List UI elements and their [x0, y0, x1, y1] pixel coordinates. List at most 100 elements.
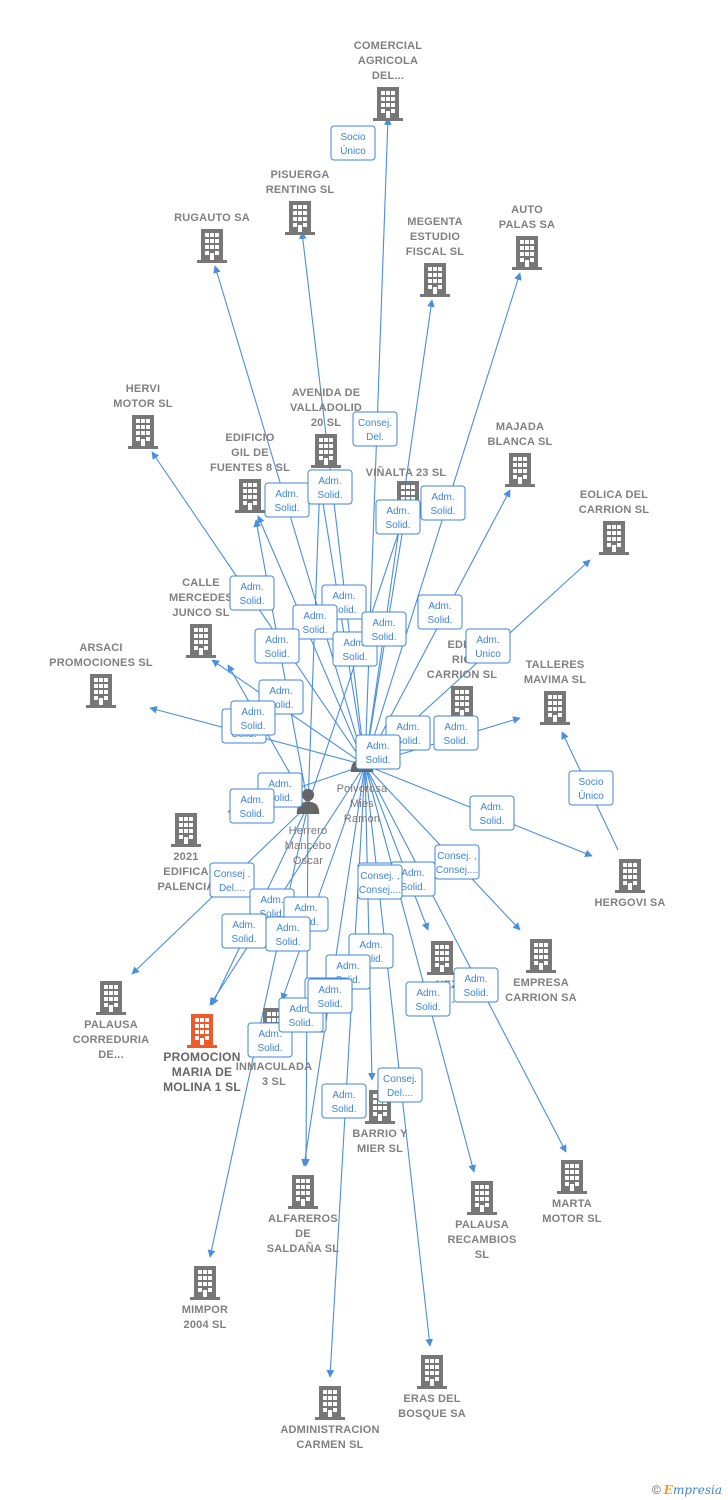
edge-arrow [364, 764, 434, 1347]
relation-label-text: Adm. [336, 961, 359, 972]
relation-label-text: Adm. [396, 722, 419, 733]
relation-label[interactable]: Adm.Solid. [307, 978, 353, 1014]
building-icon [315, 1386, 345, 1420]
company-name: AVENIDA DE [292, 387, 361, 399]
relation-label[interactable]: Adm.Solid. [420, 485, 466, 521]
relation-label-text: Consej.... [436, 865, 478, 876]
relation-label[interactable]: Consej .Del.... [209, 862, 255, 898]
company-name: RENTING SL [266, 184, 335, 196]
company-name: ADMINISTRACION [280, 1424, 379, 1436]
company-name: CARRION SA [505, 992, 577, 1004]
company-name: ERAS DEL [403, 1393, 460, 1405]
relation-label[interactable]: Adm.Solid. [229, 575, 275, 611]
building-icon [128, 415, 158, 449]
company-node-hergovi[interactable]: HERGOVI SA [594, 859, 665, 909]
edge-arrow [280, 764, 366, 1001]
company-name: CALLE [182, 577, 220, 589]
relation-label-text: Solid. [427, 615, 452, 626]
company-node-comercial[interactable]: COMERCIALAGRICOLADEL... [354, 40, 422, 121]
building-icon [420, 263, 450, 297]
relation-label-box [230, 700, 276, 736]
relation-label[interactable]: Adm.Solid. [254, 628, 300, 664]
building-icon [505, 453, 535, 487]
relation-label[interactable]: Consej. ,Consej.... [434, 844, 480, 880]
company-name: 20 SL [311, 417, 341, 429]
relation-label-text: Solid. [358, 954, 383, 965]
relation-label[interactable]: Adm.Solid. [417, 594, 463, 630]
company-name: EDIFICIO [225, 432, 275, 444]
relation-label[interactable]: Adm.Solid. [375, 499, 421, 535]
company-name: ALFAREROS [268, 1213, 338, 1225]
company-name: DEL... [372, 70, 404, 82]
company-name: EOLICA DEL [580, 489, 648, 501]
relation-label[interactable]: Adm.Solid. [361, 611, 407, 647]
relation-label[interactable]: Adm.Solid. [229, 788, 275, 824]
building-icon [557, 1160, 587, 1194]
person-name: Polvorosa [337, 783, 388, 795]
relation-label-box [453, 967, 499, 1003]
relation-label-text: Adm. [303, 611, 326, 622]
relation-label[interactable]: Adm.Solid. [307, 469, 353, 505]
relation-label[interactable]: Adm.Solid. [453, 967, 499, 1003]
relation-label-text: Solid. [257, 1043, 282, 1054]
relation-label[interactable]: Consej.Del. [352, 411, 398, 447]
relation-label-box [352, 411, 398, 447]
relation-label-text: Adm. [332, 591, 355, 602]
relation-label-box [420, 485, 466, 521]
relation-label[interactable]: Adm.Unico [465, 628, 511, 664]
relation-label-text: Del. [366, 432, 384, 443]
company-node-palausacorr[interactable]: PALAUSACORREDURIADE... [73, 981, 150, 1061]
company-name: TALLERES [526, 659, 585, 671]
relation-label-text: Adm. [359, 940, 382, 951]
company-node-rugauto[interactable]: RUGAUTO SA [174, 212, 250, 263]
relation-label[interactable]: Adm.Solid. [355, 734, 401, 770]
relation-label[interactable]: Adm.Solid. [321, 1083, 367, 1119]
building-icon [417, 1355, 447, 1389]
relation-label[interactable]: Adm.Solid. [292, 604, 338, 640]
relation-label[interactable]: Adm.Solid. [264, 482, 310, 518]
relation-label[interactable]: Adm.Solid. [265, 916, 311, 952]
relation-label-text: Adm. [464, 974, 487, 985]
relation-label[interactable]: Adm.Solid. [405, 981, 451, 1017]
relation-label-box [361, 611, 407, 647]
empresia-logo[interactable]: ©Empresia [652, 1483, 722, 1497]
company-node-vinalta[interactable]: VIÑALTA 23 SL [366, 466, 447, 515]
relation-label[interactable]: Consej. ,Consej.... [357, 864, 403, 900]
relation-label-box [377, 1067, 423, 1103]
relation-label-text: Solid. [400, 882, 425, 893]
relation-label[interactable]: Adm.Solid. [221, 913, 267, 949]
relation-label[interactable]: Adm.Solid. [230, 700, 276, 736]
relation-label-box [229, 788, 275, 824]
building-icon [526, 939, 556, 973]
relation-label[interactable]: Consej.Del.... [377, 1067, 423, 1103]
relation-label[interactable]: Adm.Solid. [433, 715, 479, 751]
person-name: Ramon [344, 813, 380, 825]
relation-label[interactable]: Adm.Solid. [469, 795, 515, 831]
